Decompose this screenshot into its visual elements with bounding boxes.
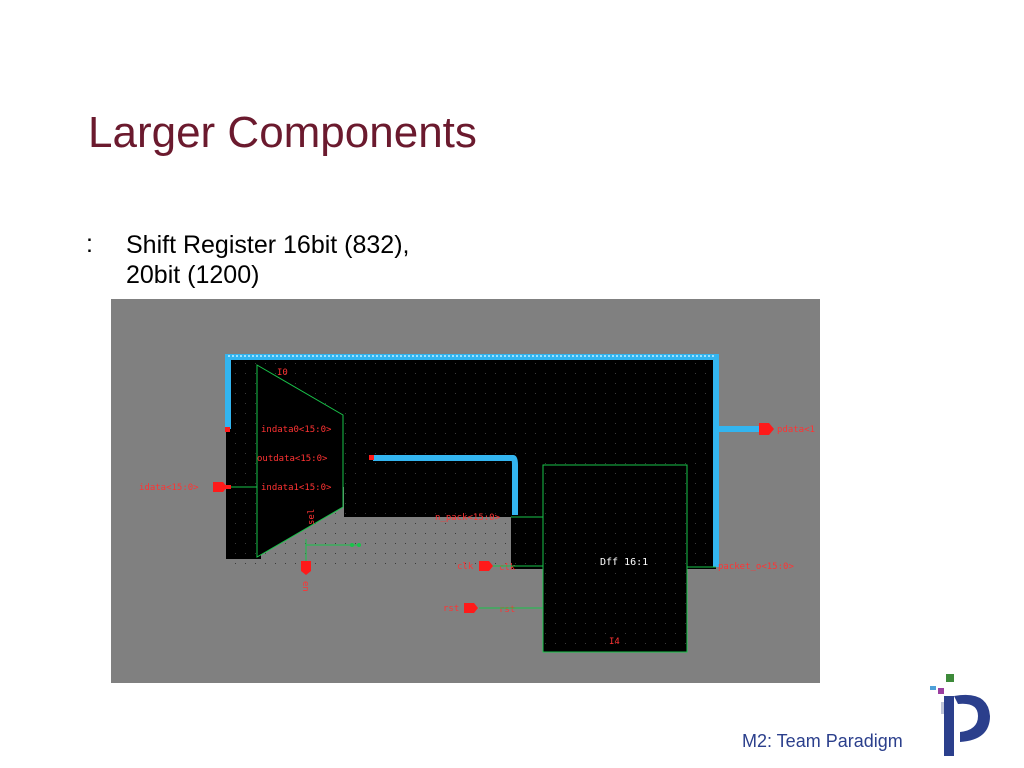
pin-idata-label: idata<15:0> <box>139 483 199 493</box>
slide-title: Larger Components <box>88 108 477 157</box>
pin-packet-label: packet_o<15:0> <box>718 562 794 572</box>
pin-rst-icon <box>464 603 478 613</box>
footer-team-name: M2: Team Paradigm <box>742 731 903 751</box>
bullet-marker: : <box>86 230 93 258</box>
pin-clk-label: clk <box>457 562 474 572</box>
bullet-line-2: 20bit (1200) <box>126 261 260 289</box>
pin-en-icon <box>301 561 311 575</box>
pin-en-label: en <box>300 581 310 592</box>
pin-pdata-label: pdata<1 <box>777 425 815 435</box>
mux-pin-indata0: indata0<15:0> <box>261 425 332 435</box>
dff-pin-clk: clk <box>499 563 516 573</box>
paradigm-p-logo-icon <box>930 674 990 756</box>
shift-register-schematic: I0 indata0<15:0> outdata<15:0> indata1<1… <box>111 299 820 683</box>
pin-n-pack-label: n_pack<15:0> <box>435 513 501 523</box>
dff-pin-rst: rst <box>499 605 515 615</box>
pin-feedback <box>225 427 230 432</box>
mux-instance-label: I0 <box>277 368 288 378</box>
dff-instance-label: I4 <box>609 637 620 647</box>
dff-label: Dff 16:1 <box>600 557 648 568</box>
mux-pin-indata1: indata1<15:0> <box>261 483 332 493</box>
mux-sel-label: sel <box>307 509 317 525</box>
pin-idata-icon <box>213 482 227 492</box>
bullet-line-1: Shift Register 16bit (832), <box>126 231 410 259</box>
pin-clk-icon <box>479 561 493 571</box>
pin-rst-label: rst <box>443 604 459 614</box>
pin-pdata-icon <box>759 423 774 435</box>
mux-block <box>256 364 344 558</box>
outdata-bus <box>373 455 518 515</box>
mux-pin-outdata: outdata<15:0> <box>257 454 328 464</box>
pin-outdata <box>369 455 374 460</box>
bullet-text: Shift Register 16bit (832), 20bit (1200) <box>126 230 409 290</box>
